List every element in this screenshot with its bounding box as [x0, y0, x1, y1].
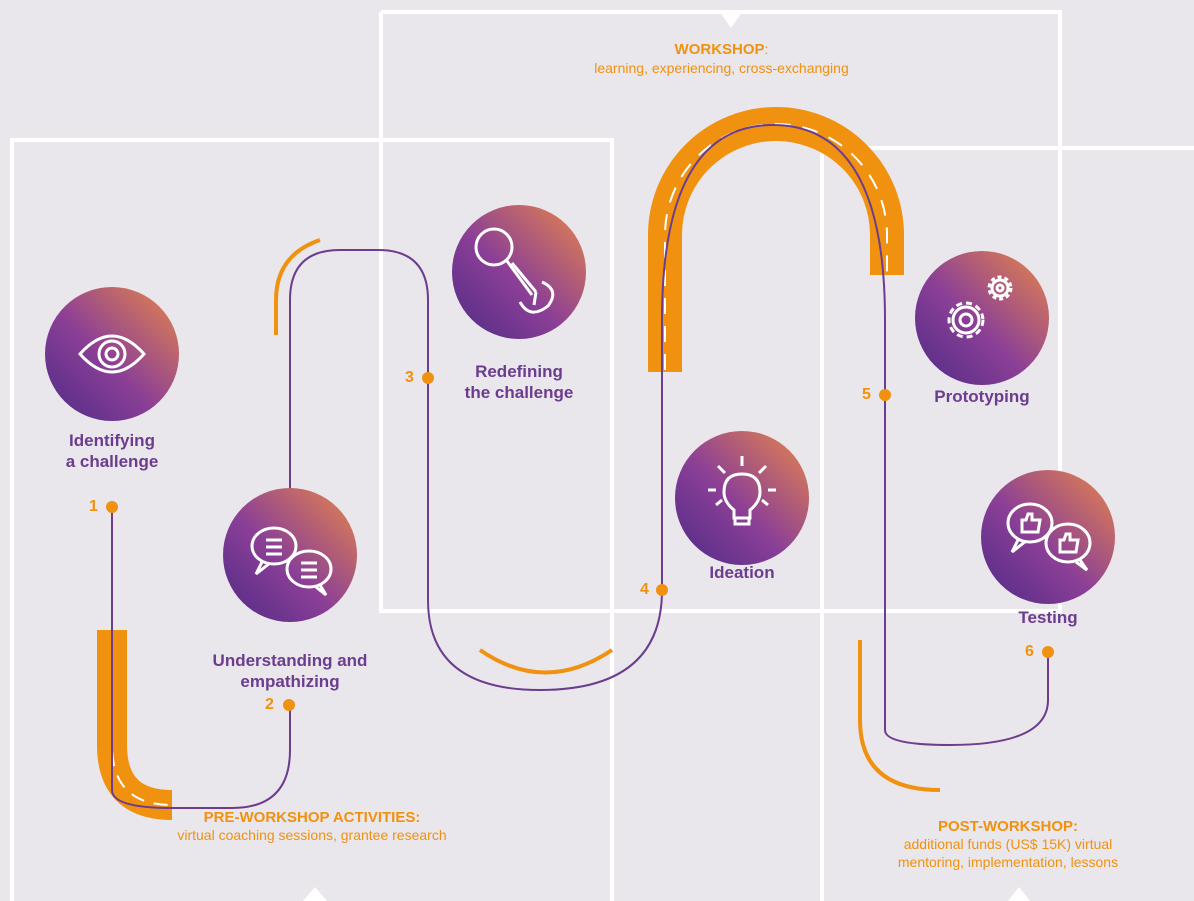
step-5-badge — [915, 251, 1049, 385]
step-2-label-line-1: Understanding and — [212, 651, 368, 670]
pre-workshop-pointer — [303, 887, 327, 901]
step-4-label-line-1: Ideation — [709, 563, 775, 582]
step-dot-3 — [422, 372, 434, 384]
workshop-title-suffix: : — [764, 41, 769, 57]
post-workshop-description-line-1: additional funds (US$ 15K) virtual — [903, 836, 1113, 852]
thumbs-up-bubbles-icon — [1006, 502, 1092, 572]
step-4-label: Ideation — [672, 562, 812, 583]
step-1-label: Identifying a challenge — [12, 430, 212, 472]
step-2-label: Understanding and empathizing — [170, 650, 410, 692]
road-segment-1-dashes — [111, 632, 173, 806]
workshop-pointer — [720, 12, 742, 28]
step-dot-4 — [656, 584, 668, 596]
gears-icon — [947, 275, 1013, 339]
post-workshop-header: POST-WORKSHOP: additional funds (US$ 15K… — [822, 818, 1194, 871]
speech-bubbles-icon — [250, 526, 333, 597]
pre-workshop-frame — [10, 138, 614, 901]
pre-workshop-description: virtual coaching sessions, grantee resea… — [177, 827, 447, 843]
step-dot-2 — [283, 699, 295, 711]
step-1-badge — [45, 287, 179, 421]
road-arch-dashes — [664, 123, 888, 370]
post-workshop-title: POST-WORKSHOP: — [937, 818, 1078, 835]
step-3-label-line-1: Redefining — [475, 362, 563, 381]
step-dot-1 — [106, 501, 118, 513]
step-3-label-line-2: the challenge — [464, 383, 574, 402]
workshop-title: WORKSHOP — [674, 41, 765, 58]
road-segment-6 — [858, 640, 941, 792]
step-dot-6 — [1042, 646, 1054, 658]
step-3-badge — [452, 205, 586, 339]
magnifier-icon — [474, 227, 555, 314]
workshop-description: learning, experiencing, cross-exchanging — [594, 60, 849, 76]
workshop-header: WORKSHOP: learning, experiencing, cross-… — [381, 40, 1062, 77]
step-1-label-line-2: a challenge — [65, 452, 159, 471]
step-6-label: Testing — [978, 607, 1118, 628]
road-segment-3 — [478, 648, 614, 675]
step-dots — [106, 372, 1054, 711]
step-3-label: Redefining the challenge — [439, 361, 599, 403]
step-5-label: Prototyping — [908, 386, 1056, 407]
workshop-frame — [379, 10, 1062, 613]
step-5-number: 5 — [862, 386, 871, 403]
journey-path — [111, 123, 1049, 809]
step-2-number: 2 — [265, 696, 274, 713]
step-5-label-line-1: Prototyping — [934, 387, 1030, 406]
step-6-number: 6 — [1025, 643, 1034, 660]
step-2-label-line-2: empathizing — [240, 672, 340, 691]
step-4-badge — [675, 431, 809, 565]
step-1-number: 1 — [89, 498, 98, 515]
post-workshop-description-line-2: mentoring, implementation, lessons — [897, 854, 1119, 870]
lightbulb-icon — [708, 456, 776, 526]
step-3-number: 3 — [405, 369, 414, 386]
step-1-label-line-1: Identifying — [69, 431, 155, 450]
step-6-badge — [981, 470, 1115, 604]
step-dot-5 — [879, 389, 891, 401]
step-4-number: 4 — [640, 581, 649, 598]
road-segment-2 — [274, 238, 321, 335]
eye-icon — [77, 334, 147, 374]
road-segment-1 — [97, 630, 173, 820]
post-workshop-pointer — [1008, 887, 1030, 901]
step-2-badge — [223, 488, 357, 622]
step-6-label-line-1: Testing — [1018, 608, 1078, 627]
pre-workshop-header: PRE-WORKSHOP ACTIVITIES: virtual coachin… — [12, 809, 612, 844]
pre-workshop-title: PRE-WORKSHOP ACTIVITIES: — [203, 809, 421, 826]
